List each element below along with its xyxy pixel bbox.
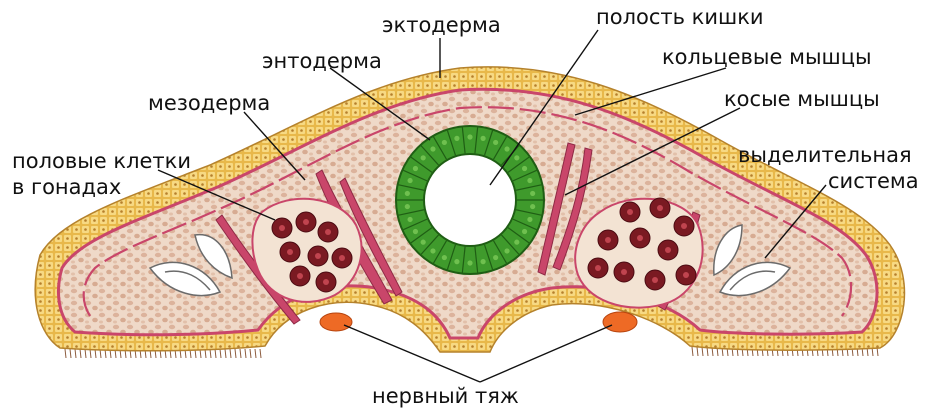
endoderm-cell-nucleus <box>413 229 418 234</box>
germ-cell-nucleus <box>652 277 658 283</box>
endoderm-cell-nucleus <box>421 155 426 160</box>
germ-cell-nucleus <box>315 253 321 259</box>
germ-cell-nucleus <box>303 219 309 225</box>
cilium <box>230 349 231 358</box>
endoderm-cell-nucleus <box>407 178 412 183</box>
endoderm-cell-nucleus <box>430 146 435 151</box>
germ-cell-nucleus <box>279 225 285 231</box>
endoderm-cell-nucleus <box>530 191 535 196</box>
endoderm-cell-nucleus <box>467 260 472 265</box>
germ-cell-nucleus <box>621 269 627 275</box>
cilium <box>80 349 81 358</box>
label-gut-cavity: полость кишки <box>596 5 764 29</box>
cilium <box>235 349 236 358</box>
endoderm-cell-nucleus <box>454 259 459 264</box>
cilium <box>65 349 66 358</box>
cilium <box>220 349 221 358</box>
germ-cell-nucleus <box>637 235 643 241</box>
germ-cell-nucleus <box>605 237 611 243</box>
endoderm-cell-nucleus <box>514 155 519 160</box>
endoderm-cell-nucleus <box>405 204 410 209</box>
label-excretory-line1: выделительная <box>738 143 912 167</box>
nerve-cord-right <box>603 312 637 332</box>
germ-cell-nucleus <box>323 279 329 285</box>
label-endoderm: энтодерма <box>262 49 382 73</box>
label-germ-cells-line1: половые клетки <box>12 149 191 173</box>
germ-cell-nucleus <box>665 247 671 253</box>
germ-cell-nucleus <box>339 255 345 261</box>
endoderm-cell-nucleus <box>527 178 532 183</box>
endoderm-cell-nucleus <box>442 255 447 260</box>
germ-cell-nucleus <box>681 223 687 229</box>
cilium <box>240 349 241 358</box>
endoderm-cell-nucleus <box>405 191 410 196</box>
endoderm-cell-nucleus <box>493 140 498 145</box>
endoderm-cell-nucleus <box>413 166 418 171</box>
endoderm-cell-nucleus <box>480 136 485 141</box>
cilium <box>210 349 211 358</box>
endoderm-cell-nucleus <box>430 248 435 253</box>
cilium <box>75 349 76 358</box>
endoderm-cell-nucleus <box>530 204 535 209</box>
cilium <box>260 349 261 358</box>
endoderm-cell-nucleus <box>504 248 509 253</box>
endoderm-cell-nucleus <box>454 136 459 141</box>
label-mesoderm: мезодерма <box>148 91 270 115</box>
label-germ-cells-line2: в гонадах <box>12 175 121 199</box>
endoderm-cell-nucleus <box>522 166 527 171</box>
cilium <box>225 349 226 358</box>
cilium <box>702 347 703 356</box>
cilium <box>245 349 246 358</box>
germ-cell-nucleus <box>325 229 331 235</box>
label-ectoderm: эктодерма <box>382 13 501 37</box>
germ-cell-nucleus <box>287 249 293 255</box>
endoderm-cell-nucleus <box>442 140 447 145</box>
endoderm-cell-nucleus <box>527 217 532 222</box>
germ-cell-nucleus <box>683 272 689 278</box>
cilium <box>70 349 71 358</box>
cilium <box>692 347 693 356</box>
germ-cell-nucleus <box>595 265 601 271</box>
germ-cell-nucleus <box>657 205 663 211</box>
endoderm-cell-nucleus <box>522 229 527 234</box>
label-nerve-cord: нервный тяж <box>372 384 519 408</box>
nerve-cord-left <box>320 313 352 331</box>
germ-cell-nucleus <box>627 209 633 215</box>
endoderm-cell-nucleus <box>407 217 412 222</box>
cilium <box>215 349 216 358</box>
cilium <box>697 347 698 356</box>
label-oblique-muscles: косые мышцы <box>724 87 880 111</box>
endoderm-cell-nucleus <box>514 240 519 245</box>
germ-cell-nucleus <box>297 273 303 279</box>
endoderm-cell-nucleus <box>421 240 426 245</box>
endoderm-cell-nucleus <box>493 255 498 260</box>
label-circular-muscles: кольцевые мышцы <box>662 45 872 69</box>
cilium <box>255 349 256 358</box>
cilium <box>250 349 251 358</box>
endoderm-cell-nucleus <box>480 259 485 264</box>
label-excretory-line2: система <box>828 169 919 193</box>
endoderm-cell-nucleus <box>504 146 509 151</box>
endoderm-cell-nucleus <box>467 134 472 139</box>
cilium <box>85 349 86 358</box>
